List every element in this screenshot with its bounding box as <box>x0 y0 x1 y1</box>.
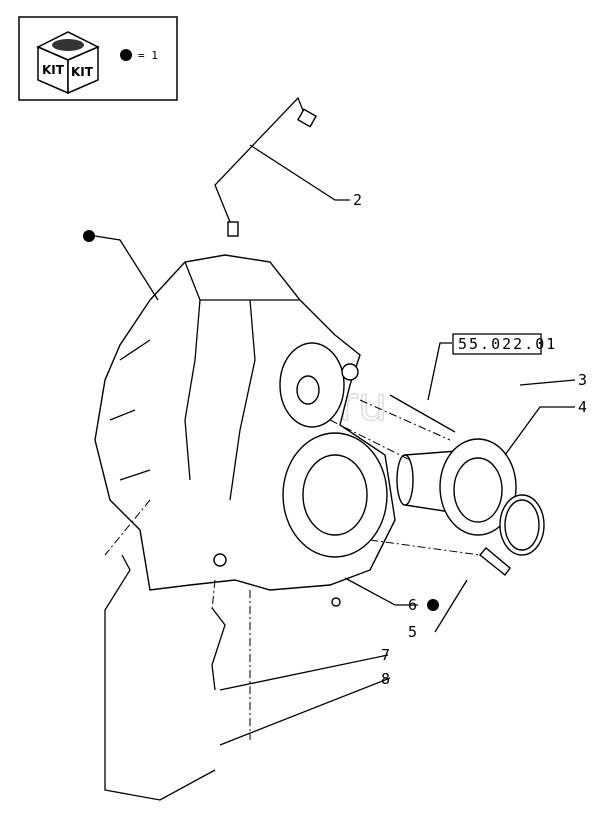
callout-3: 3 <box>578 371 587 389</box>
reference-label[interactable]: 55.022.01 <box>458 335 557 353</box>
callout-8: 8 <box>381 670 390 688</box>
callout-7: 7 <box>381 646 390 664</box>
sensor <box>389 394 456 433</box>
bolt-part-5 <box>478 547 511 577</box>
pipe-part-2 <box>214 96 313 237</box>
kit-bullet-part-6 <box>427 599 439 611</box>
legend-equals-label: = 1 <box>138 49 158 62</box>
pipe-part-7 <box>211 607 226 691</box>
kit-bullet-housing <box>83 230 95 242</box>
kit-text-left: KIT <box>42 63 65 77</box>
transmission-housing <box>94 254 396 591</box>
callout-5: 5 <box>408 623 417 641</box>
kit-legend: KIT KIT = 1 <box>18 16 178 101</box>
pipe-part-8 <box>104 554 216 801</box>
reference-link-55-022-01[interactable]: 55.022.01 <box>452 333 557 355</box>
callout-6: 6 <box>408 596 417 614</box>
o-ring-part-4 <box>499 494 545 556</box>
plug-part-6 <box>331 597 341 607</box>
callout-4: 4 <box>578 398 587 416</box>
bullet-icon <box>120 49 132 61</box>
flange-part-3 <box>396 438 517 536</box>
kit-box-icon: KIT KIT <box>36 31 100 95</box>
kit-text-right: KIT <box>71 65 94 79</box>
callout-2: 2 <box>353 191 362 209</box>
